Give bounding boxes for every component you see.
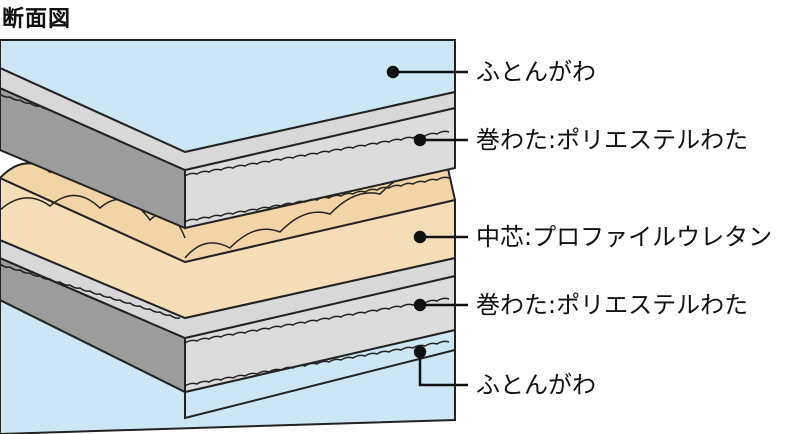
label-bottom-cover: ふとんがわ (476, 371, 596, 399)
diagram-title: 断面図 (2, 7, 72, 32)
label-top-cover: ふとんがわ (476, 58, 596, 86)
leader-dot-2 (413, 133, 427, 147)
leader-dot-1 (386, 65, 400, 79)
label-urethane-core: 中芯:プロファイルウレタン (476, 223, 773, 251)
label-bottom-batting: 巻わた:ポリエステルわた (476, 291, 749, 319)
leader-lines (386, 65, 468, 387)
leader-dot-3 (413, 230, 427, 244)
bottom-batting-layer (0, 238, 456, 394)
leader-line-5 (418, 352, 468, 387)
label-top-batting: 巻わた:ポリエステルわた (476, 126, 749, 154)
leader-dot-4 (413, 298, 427, 312)
top-cover-layer (0, 39, 456, 172)
leader-dot-5 (413, 345, 427, 359)
